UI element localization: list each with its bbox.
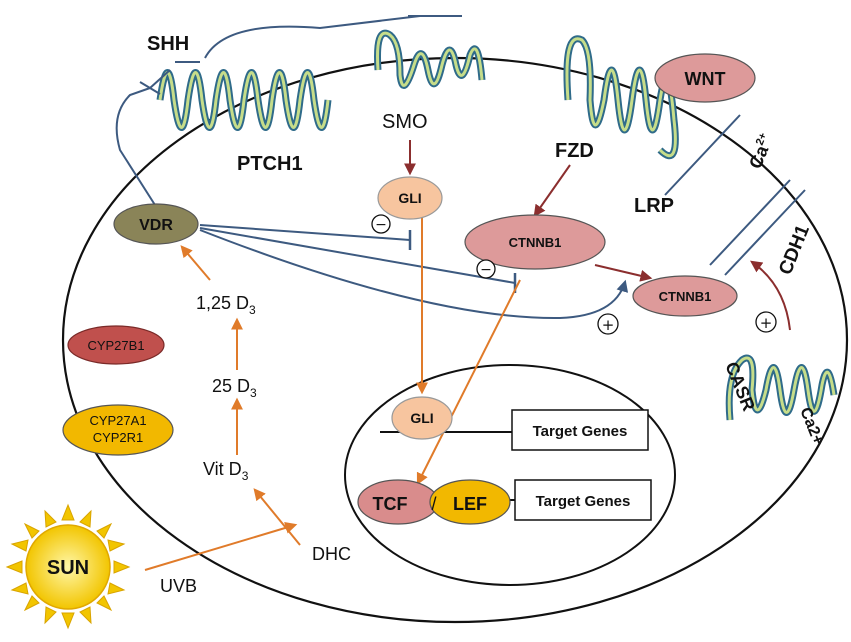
- target-genes-label-1: Target Genes: [533, 423, 628, 440]
- ca2-top-label: Ca2+: [745, 131, 777, 171]
- minus-sign-gli: −: [371, 214, 391, 234]
- tcf-label: TCF: [373, 494, 408, 514]
- gli-nuc-label: GLI: [410, 410, 433, 426]
- lrp-label: LRP: [634, 195, 674, 217]
- cyp2r1-label: CYP2R1: [93, 430, 144, 445]
- lef-node: [429, 479, 511, 525]
- vdr-ctnnb1-activate-line: [199, 229, 629, 320]
- ptch1-receptor: [156, 69, 332, 131]
- cdh1-label: CDH1: [775, 222, 814, 278]
- cdh1-line-2: [724, 189, 806, 276]
- cdh1-line-1: [709, 179, 791, 266]
- vitd-sub: 3: [242, 469, 249, 483]
- d25-base: 25 D: [212, 376, 250, 396]
- vdr-ctnnb1-inhibit-line: [199, 227, 516, 284]
- d125-label: 1,25 D3: [196, 293, 256, 317]
- plus-sign-vdr-text: +: [602, 316, 615, 334]
- smo-receptor: [374, 29, 486, 89]
- cyp27b1-node: [67, 325, 165, 365]
- gli-cyto-node: [377, 176, 443, 220]
- gli-cyto-label: GLI: [398, 190, 421, 206]
- vitd-base: Vit D: [203, 459, 242, 479]
- fzd-label: FZD: [555, 140, 594, 162]
- uvb-dhc-arrow: [144, 522, 298, 571]
- vdr-ptch1-line: [115, 87, 156, 206]
- target-genes-box-2: [514, 479, 652, 521]
- d25-label: 25 D3: [212, 376, 257, 400]
- target-genes-box-1: [511, 409, 649, 451]
- vdr-gli-inhibit-line: [199, 224, 411, 241]
- nucleus: [344, 364, 676, 586]
- ctnnb1-ctnnb1-arrow: [594, 264, 653, 282]
- fzd-receptor: [563, 35, 679, 160]
- d125-vdr-arrow: [180, 245, 211, 281]
- minus-sign-ctnnb1: −: [476, 259, 496, 279]
- dhc-label: DHC: [312, 544, 351, 564]
- cyp27a1-cyp2r1-node: [62, 404, 174, 456]
- wnt-label: WNT: [685, 69, 726, 89]
- lef-label: LEF: [453, 494, 487, 514]
- ctnnb1-tcf-arrow: [416, 279, 521, 486]
- ctnnb1-membrane-node: [632, 275, 738, 317]
- plus-sign-vdr: +: [597, 313, 619, 335]
- shh-inhibit-line: [149, 69, 171, 89]
- ptch1-label: PTCH1: [237, 153, 303, 175]
- cyp27b1-label: CYP27B1: [87, 338, 144, 353]
- ctnnb1-cyto-node: [464, 214, 606, 270]
- ctnnb1-membrane-label: CTNNB1: [659, 289, 712, 304]
- vitd-label: Vit D3: [203, 459, 249, 483]
- ca2-right-label: Ca2+: [796, 405, 826, 447]
- ctnnb1-cyto-label: CTNNB1: [509, 235, 562, 250]
- minus-sign-ctnnb1-text: −: [480, 262, 492, 278]
- ca2-top-sup: 2+: [754, 131, 770, 147]
- vdr-node: [113, 203, 199, 245]
- lrp-line: [664, 114, 741, 196]
- wnt-node: [654, 53, 756, 103]
- sun-icon: [5, 503, 131, 630]
- minus-sign-gli-text: −: [375, 217, 387, 233]
- ca2-top-base: Ca: [745, 142, 773, 172]
- plus-sign-casr: +: [755, 311, 777, 333]
- cyp27a1-label: CYP27A1: [89, 413, 146, 428]
- tcf-lef-slash: /: [431, 494, 436, 514]
- d125-base: 1,25 D: [196, 293, 249, 313]
- target-genes-label-2: Target Genes: [536, 493, 631, 510]
- cell-membrane: [61, 56, 849, 624]
- plus-sign-casr-text: +: [760, 314, 773, 332]
- smo-label: SMO: [382, 111, 428, 133]
- vdr-label: VDR: [139, 217, 173, 234]
- casr-ctnnb1-arrow: [750, 260, 791, 331]
- uvb-label: UVB: [160, 576, 197, 596]
- gli-nuc-node: [391, 396, 453, 440]
- d25-sub: 3: [250, 386, 257, 400]
- dhc-vitd-arrow: [253, 488, 301, 546]
- sun-label: SUN: [47, 557, 89, 579]
- casr-receptor: [725, 354, 838, 421]
- fzd-ctnnb1-arrow: [533, 164, 571, 217]
- d125-sub: 3: [249, 303, 256, 317]
- ptch1-smo-inhibit-arc: [204, 15, 421, 59]
- shh-label: SHH: [147, 33, 189, 55]
